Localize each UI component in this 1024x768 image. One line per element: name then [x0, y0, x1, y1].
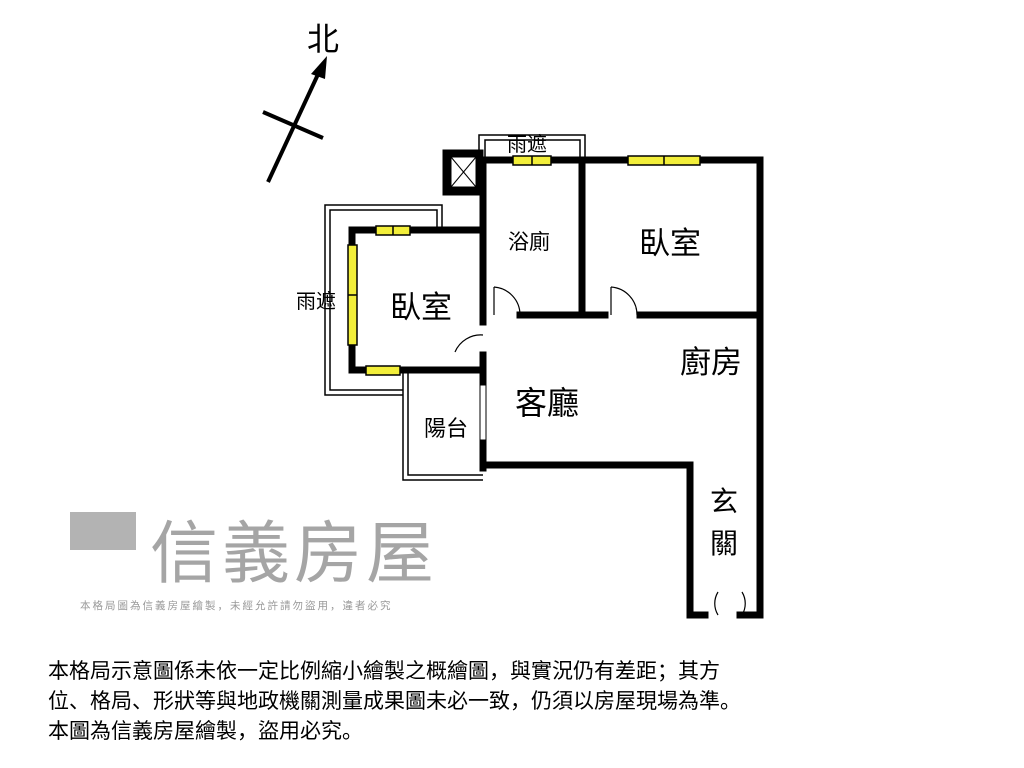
disclaimer: 本格局示意圖係未依一定比例縮小繪製之概繪圖，與實況仍有差距；其方 位、格局、形狀… — [48, 656, 988, 746]
disclaimer-line-1: 本格局示意圖係未依一定比例縮小繪製之概繪圖，與實況仍有差距；其方 — [48, 659, 720, 683]
watermark-logo — [70, 512, 136, 550]
watermark-notice: 本格局圖為信義房屋繪製，未經允許請勿盜用，違者必究 — [80, 600, 393, 612]
balcony-outline — [402, 372, 483, 481]
canopy-top — [478, 134, 586, 160]
doors — [454, 286, 746, 616]
label-living-room: 客廳 — [515, 384, 580, 422]
label-bedroom-right: 臥室 — [639, 226, 701, 262]
disclaimer-line-3: 本圖為信義房屋繪製，盜用必究。 — [48, 719, 363, 743]
label-balcony: 陽台 — [424, 417, 469, 442]
canopy-left — [324, 204, 443, 396]
disclaimer-line-2: 位、格局、形狀等與地政機關測量成果圖未必一致，仍須以房屋現場為準。 — [48, 689, 741, 713]
label-bathroom: 浴廁 — [508, 230, 550, 254]
label-entrance-2: 關 — [710, 527, 739, 560]
label-entrance-1: 玄 — [710, 485, 739, 518]
shaft-box — [442, 149, 484, 196]
label-kitchen: 廚房 — [680, 345, 742, 381]
north-label: 北 — [307, 20, 340, 58]
label-bedroom-left: 臥室 — [390, 290, 452, 326]
north-arrow-icon — [262, 56, 327, 183]
label-canopy-top: 雨遮 — [507, 132, 547, 156]
watermark-brand: 信義房屋 — [150, 515, 439, 594]
label-canopy-left: 雨遮 — [296, 289, 336, 313]
balcony-opening — [479, 384, 487, 441]
windows — [347, 155, 701, 376]
